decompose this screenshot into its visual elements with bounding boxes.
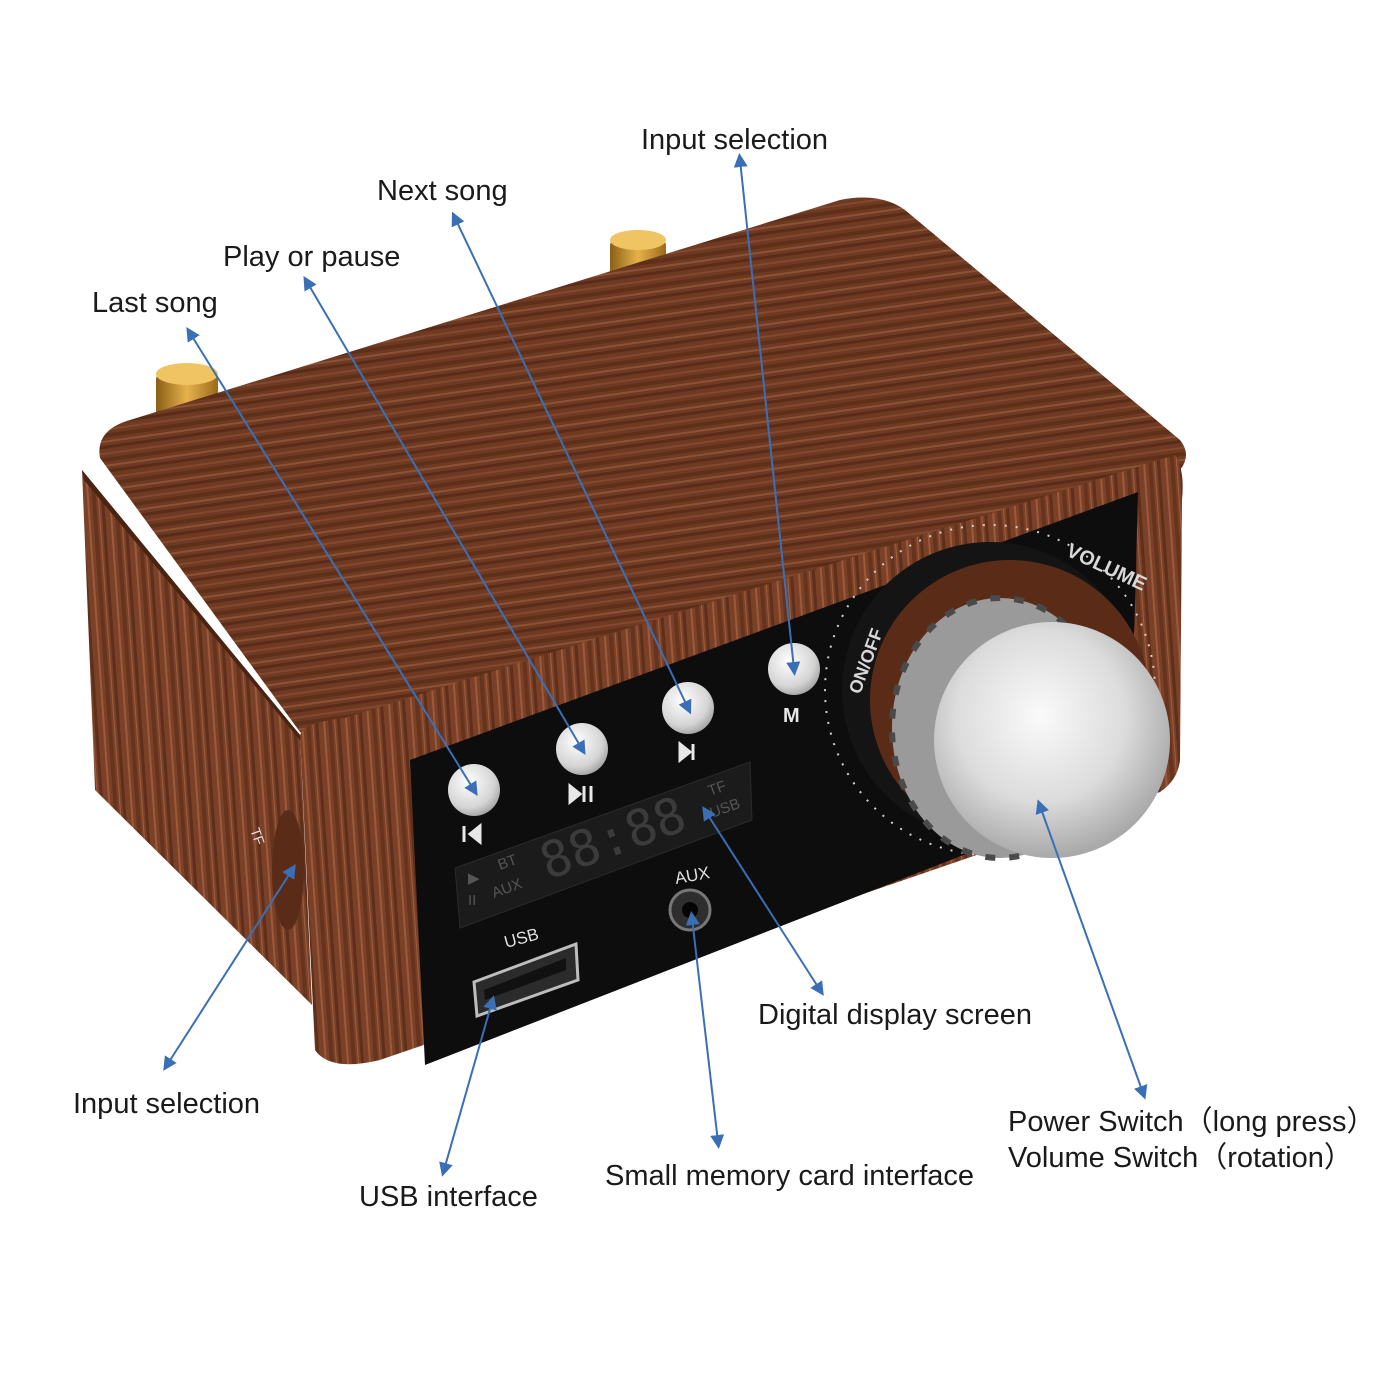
pointer-input-selection-top bbox=[733, 153, 801, 676]
callout-next-song: Next song bbox=[377, 175, 508, 207]
display-tf: TF bbox=[706, 778, 729, 800]
callout-digital-display: Digital display screen bbox=[758, 999, 1033, 1031]
callout-play-pause: Play or pause bbox=[223, 241, 401, 273]
callout-volume-line: Volume Switch（rotation） bbox=[1008, 1142, 1353, 1175]
volume-knob[interactable] bbox=[870, 560, 1170, 861]
callout-power-line: Power Switch（long press） bbox=[1008, 1106, 1376, 1138]
callout-input-selection-side: Input selection bbox=[73, 1088, 261, 1120]
display-bt: BT bbox=[496, 851, 520, 874]
display-play-indicator: ▶ bbox=[468, 870, 480, 887]
pointer-input-selection-side bbox=[163, 864, 296, 1071]
tf-label: TF bbox=[247, 826, 268, 848]
callout-input-selection-top: Input selection bbox=[641, 124, 829, 156]
pointer-display bbox=[702, 806, 824, 996]
pointer-last-song bbox=[186, 327, 478, 796]
display-pause-indicator: II bbox=[468, 892, 476, 909]
callout-usb-interface: USB interface bbox=[359, 1181, 538, 1213]
pointer-usb bbox=[439, 995, 497, 1177]
pointer-power bbox=[1035, 799, 1148, 1100]
callout-memory-card: Small memory card interface bbox=[605, 1160, 975, 1192]
callout-power-volume: Power Switch（long press） Volume Switch（r… bbox=[1008, 1104, 1375, 1177]
callout-last-song: Last song bbox=[92, 287, 218, 319]
pointer-lines bbox=[163, 153, 1148, 1177]
mode-button-label: M bbox=[783, 705, 800, 727]
aux-jack[interactable]: AUX bbox=[668, 863, 712, 932]
pointer-memory-card bbox=[685, 911, 725, 1149]
